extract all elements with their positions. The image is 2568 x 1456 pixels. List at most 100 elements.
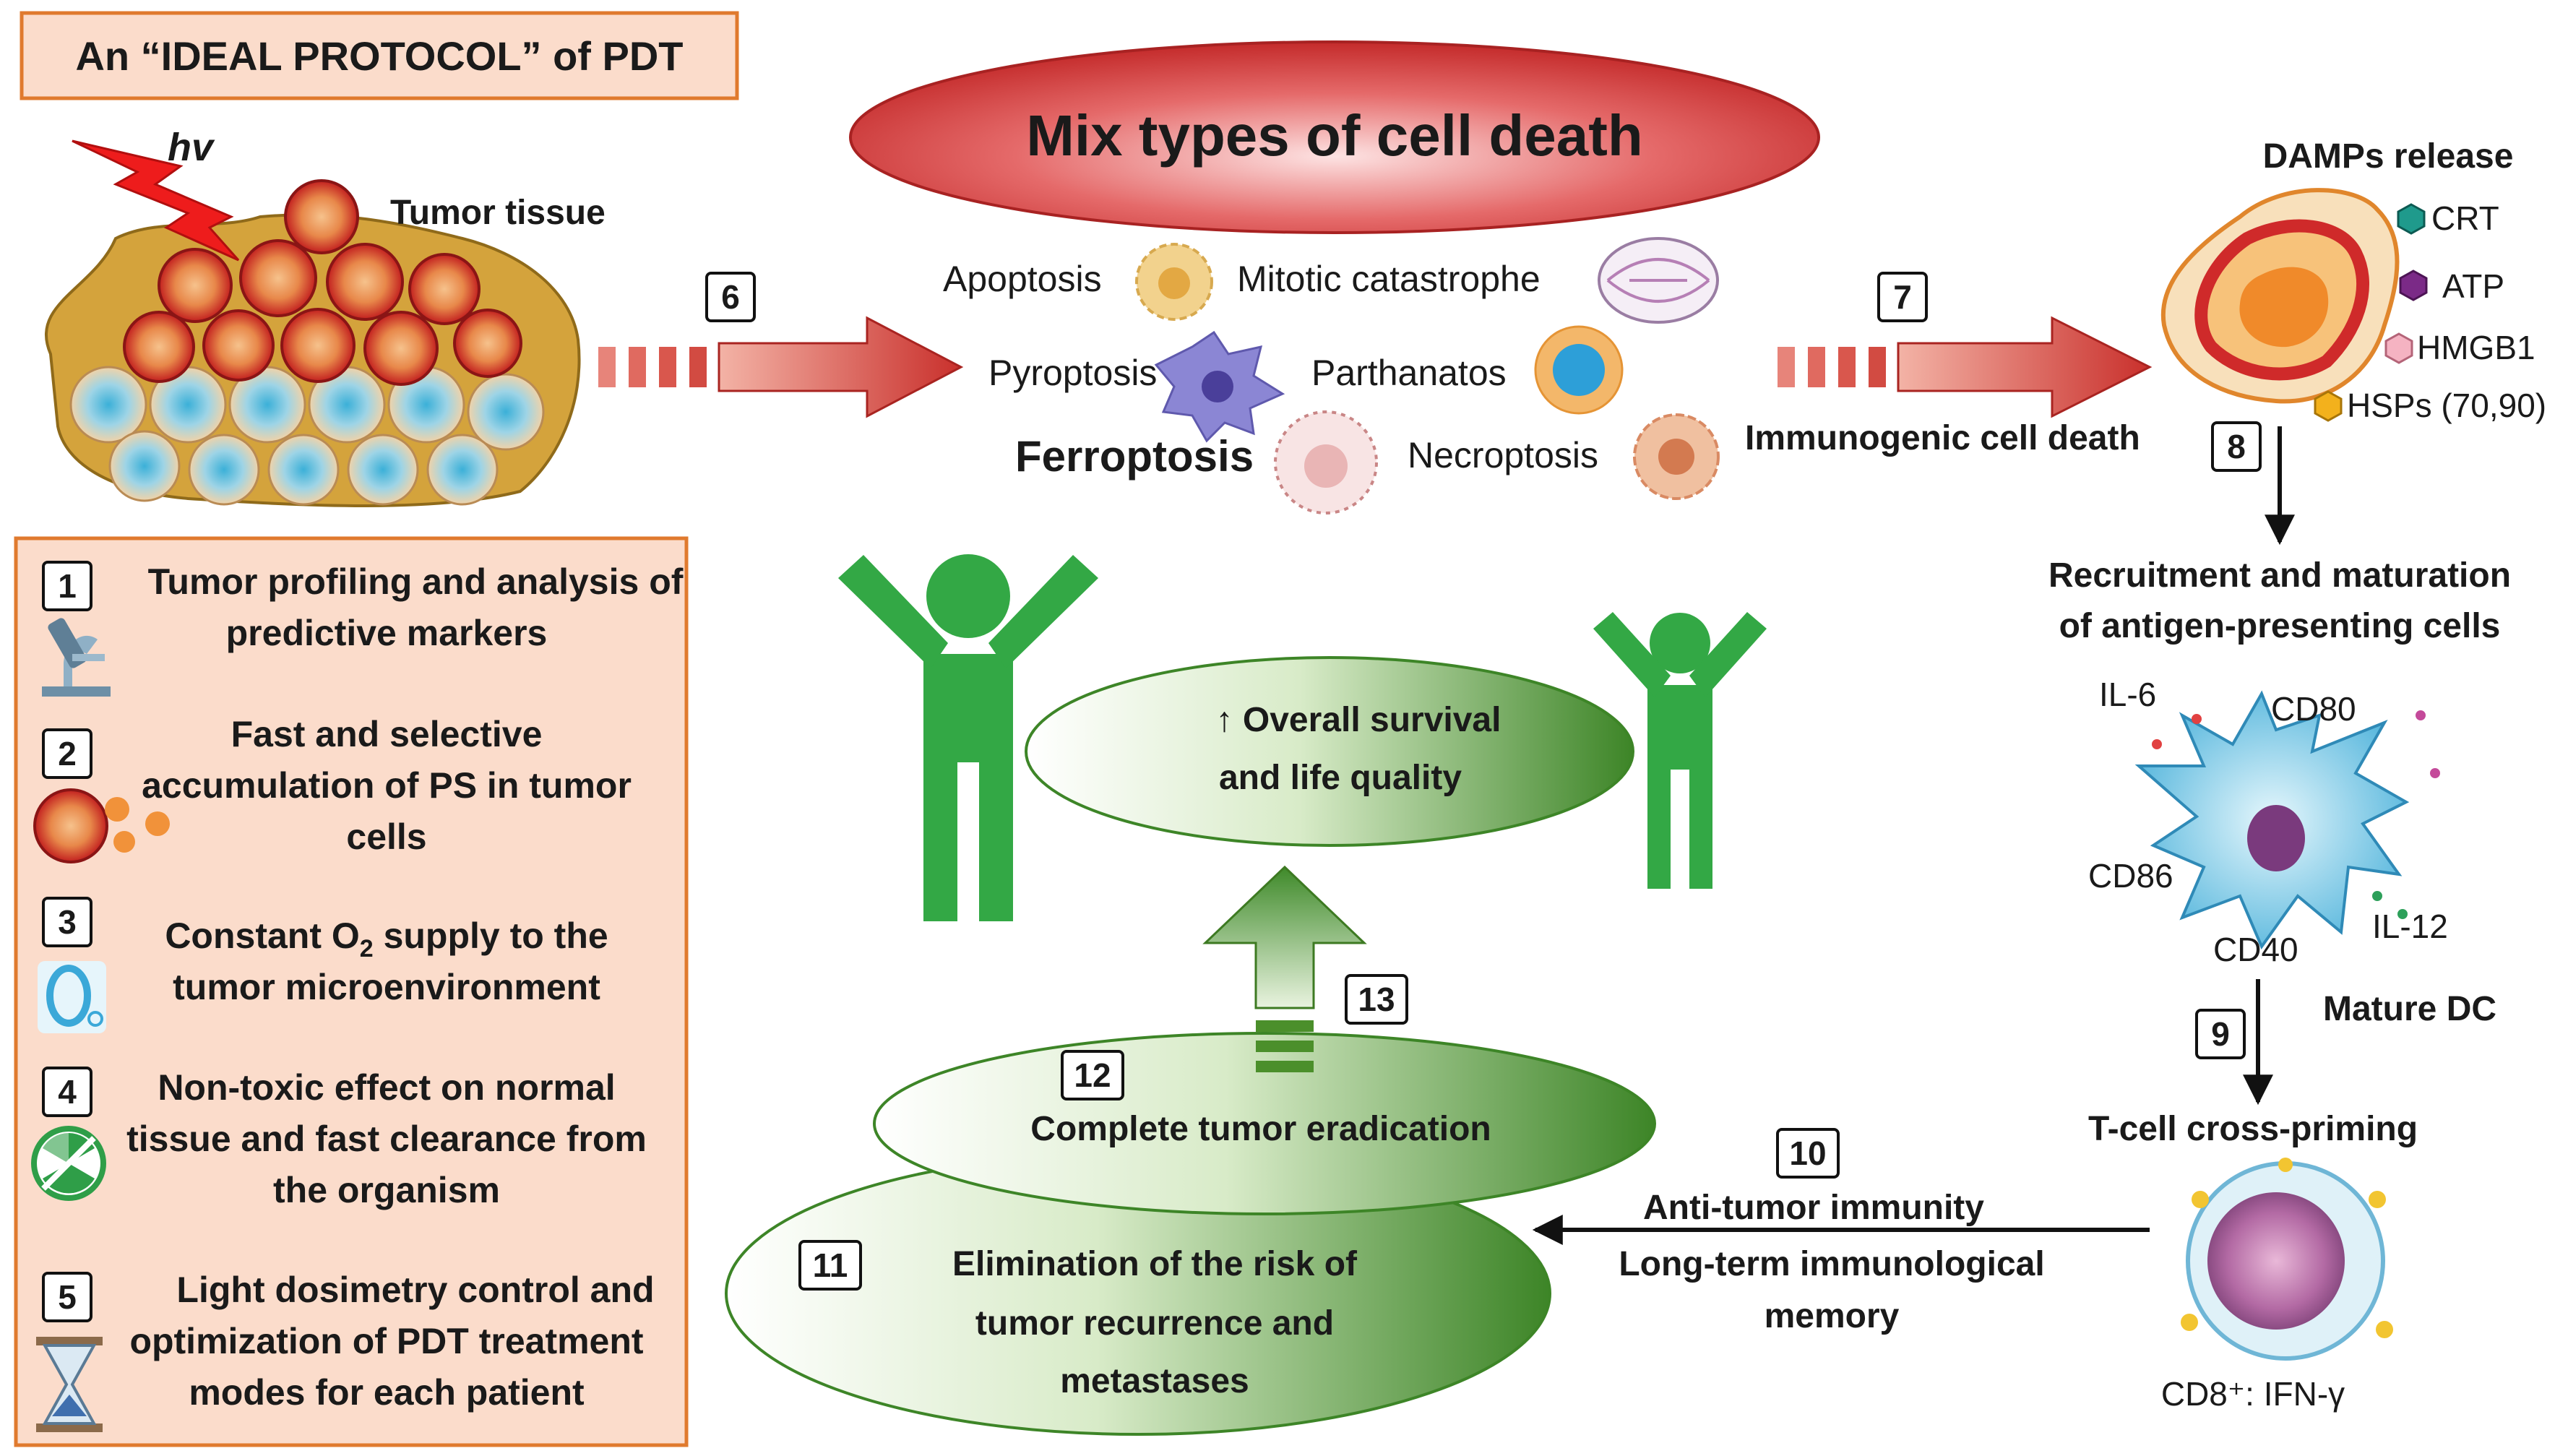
svg-text:7: 7 [1893, 278, 1912, 316]
antitumor-line-1: Anti-tumor immunity [1643, 1189, 1984, 1227]
death-type-ferroptosis: Ferroptosis [1015, 432, 1254, 481]
antitumor-line-2: Long-term immunological [1619, 1245, 2044, 1283]
damps-title: DAMPs release [2263, 137, 2514, 176]
tumor-tissue-illustration [45, 139, 581, 507]
damp-hmgb1: HMGB1 [2417, 329, 2535, 366]
recruitment-line-1: Recruitment and maturation [2048, 556, 2511, 595]
elimination-line-3: metastases [1060, 1362, 1249, 1400]
protocol-1-line-1: Tumor profiling and analysis of [148, 561, 684, 602]
svg-text:5: 5 [58, 1278, 77, 1316]
step-box-7: 7 [1877, 272, 1928, 322]
protocol-5-line-3: modes for each patient [189, 1372, 585, 1413]
survival-ellipse: ↑ Overall survival and life quality [1025, 656, 1634, 847]
cell-death-types: Apoptosis Mitotic catastrophe Pyroptosis… [943, 237, 1720, 514]
survival-line-1: ↑ Overall survival [1216, 701, 1501, 739]
protocol-4-line-3: the organism [273, 1170, 500, 1210]
hourglass-icon [36, 1337, 103, 1432]
non-toxic-icon [31, 1126, 106, 1201]
elimination-line-1: Elimination of the risk of [952, 1245, 1358, 1283]
protocol-panel: Tumor profiling and analysis of predicti… [14, 536, 689, 1447]
hsps-hexagon-icon [2314, 390, 2343, 422]
step-box-8: 8 [2211, 421, 2262, 472]
svg-text:8: 8 [2227, 428, 2246, 465]
death-type-parthanatos: Parthanatos [1311, 353, 1507, 393]
svg-text:1: 1 [58, 567, 77, 605]
protocol-2-line-1: Fast and selective [231, 714, 543, 754]
protocol-4-line-1: Non-toxic effect on normal [158, 1067, 615, 1108]
step-box-11: 11 [798, 1240, 862, 1291]
atp-hexagon-icon [2399, 270, 2428, 301]
title-box: An “IDEAL PROTOCOL” of PDT [20, 11, 739, 100]
step-box-4: 4 [42, 1067, 92, 1117]
survival-line-2: and life quality [1219, 759, 1462, 797]
oxygen-icon [38, 961, 106, 1033]
dendritic-cell-icon [2134, 690, 2440, 950]
step-box-12: 12 [1061, 1050, 1124, 1100]
svg-text:3: 3 [58, 903, 77, 941]
dying-tumor-cell-icon [2160, 188, 2400, 404]
lightning-bolt-icon [72, 139, 240, 262]
step-box-9: 9 [2195, 1009, 2246, 1059]
marker-cd80: CD80 [2271, 690, 2356, 728]
diagram-title: An “IDEAL PROTOCOL” of PDT [75, 33, 683, 79]
step-box-13: 13 [1345, 974, 1408, 1025]
step-box-5: 5 [42, 1272, 92, 1322]
damp-crt: CRT [2431, 199, 2499, 237]
microscope-icon [42, 618, 111, 697]
eradication-ellipse: Complete tumor eradication [873, 1032, 1656, 1215]
svg-text:13: 13 [1358, 981, 1395, 1018]
marker-cd86: CD86 [2088, 857, 2173, 895]
arrow-step-6 [598, 316, 964, 418]
protocol-2-line-2: accumulation of PS in tumor [142, 765, 632, 806]
ps-tumor-cell-icon [33, 788, 170, 863]
death-type-necroptosis: Necroptosis [1408, 435, 1598, 475]
elimination-line-2: tumor recurrence and [975, 1304, 1334, 1343]
cd8-ifn-label: CD8⁺: IFN-γ [2161, 1375, 2345, 1413]
hmgb1-hexagon-icon [2384, 332, 2413, 364]
step-box-6: 6 [705, 272, 756, 322]
step-number-boxes: 1 2 3 4 5 6 7 8 9 10 11 12 13 [42, 272, 2262, 1322]
svg-text:12: 12 [1074, 1056, 1111, 1094]
step-box-10: 10 [1776, 1128, 1840, 1179]
tumor-cells [123, 179, 522, 386]
person-icon-left [838, 554, 1098, 921]
tumor-tissue-label: Tumor tissue [390, 194, 606, 232]
crt-hexagon-icon [2397, 203, 2426, 235]
protocol-item-3: Constant O2 supply to the tumor microenv… [38, 916, 608, 1033]
protocol-1-line-2: predictive markers [226, 613, 548, 653]
protocol-item-4: Non-toxic effect on normal tissue and fa… [31, 1067, 647, 1210]
death-type-apoptosis: Apoptosis [943, 259, 1102, 299]
death-type-pyroptosis: Pyroptosis [988, 353, 1157, 393]
svg-text:2: 2 [58, 735, 77, 772]
svg-text:6: 6 [721, 278, 740, 316]
death-type-mitotic-catastrophe: Mitotic catastrophe [1237, 259, 1541, 299]
protocol-item-2: Fast and selective accumulation of PS in… [33, 714, 632, 863]
protocol-item-1: Tumor profiling and analysis of predicti… [42, 561, 684, 697]
marker-il6: IL-6 [2099, 676, 2156, 713]
person-icon-right [1593, 612, 1767, 889]
elimination-ellipse: Elimination of the risk of tumor recurre… [725, 1151, 1551, 1436]
recruitment-line-2: of antigen-presenting cells [2059, 607, 2501, 645]
protocol-2-line-3: cells [346, 817, 426, 857]
eradication-label: Complete tumor eradication [1030, 1110, 1491, 1148]
immunogenic-cell-death-label: Immunogenic cell death [1745, 419, 2140, 457]
tcell-cross-priming-label: T-cell cross-priming [2088, 1110, 2418, 1148]
protocol-5-line-2: optimization of PDT treatment [129, 1321, 643, 1361]
banner-title: Mix types of cell death [1026, 103, 1643, 168]
protocol-3-line-2: tumor microenvironment [173, 967, 600, 1007]
t-cell-icon [2181, 1158, 2393, 1361]
damps-list: CRT ATP HMGB1 HSPs (70,90) [2314, 199, 2546, 424]
arrow-step-7 [1778, 316, 2153, 418]
cell-death-banner: Mix types of cell death [849, 40, 1820, 234]
svg-text:9: 9 [2211, 1015, 2230, 1053]
step-box-3: 3 [42, 897, 92, 947]
svg-text:4: 4 [58, 1073, 77, 1111]
arrow-step-13 [1202, 865, 1367, 1072]
svg-text:11: 11 [813, 1246, 848, 1284]
light-hv-label: hv [168, 126, 215, 169]
protocol-5-line-1: Light dosimetry control and [176, 1270, 654, 1310]
marker-cd40: CD40 [2213, 931, 2298, 968]
step-box-1: 1 [42, 561, 92, 611]
protocol-4-line-2: tissue and fast clearance from [126, 1119, 647, 1159]
